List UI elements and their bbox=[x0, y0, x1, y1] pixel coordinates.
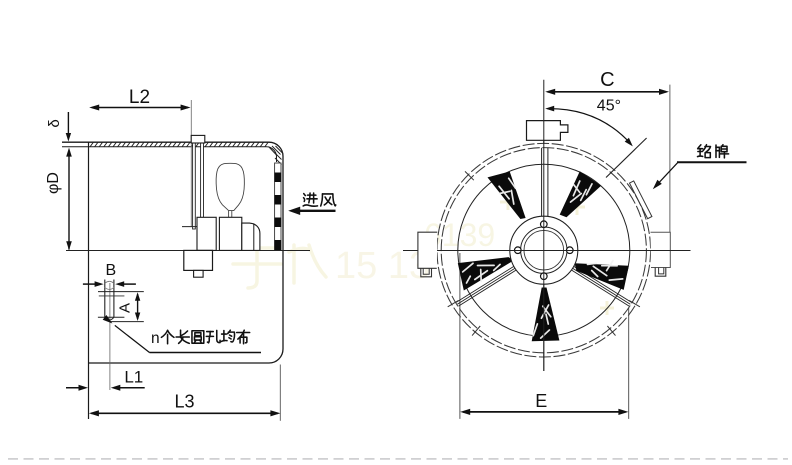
svg-text:n: n bbox=[151, 330, 160, 347]
svg-text:L2: L2 bbox=[129, 87, 150, 108]
svg-text:15 13: 15 13 bbox=[335, 245, 430, 287]
svg-text:δ: δ bbox=[46, 119, 63, 127]
svg-text:E: E bbox=[535, 391, 547, 411]
svg-text:C: C bbox=[600, 69, 614, 91]
svg-text:L1: L1 bbox=[124, 368, 143, 387]
svg-text:φD: φD bbox=[45, 172, 62, 194]
svg-text:A: A bbox=[116, 303, 133, 313]
svg-text:B: B bbox=[105, 262, 116, 279]
svg-text:45°: 45° bbox=[597, 98, 621, 115]
svg-text:L3: L3 bbox=[174, 391, 194, 411]
